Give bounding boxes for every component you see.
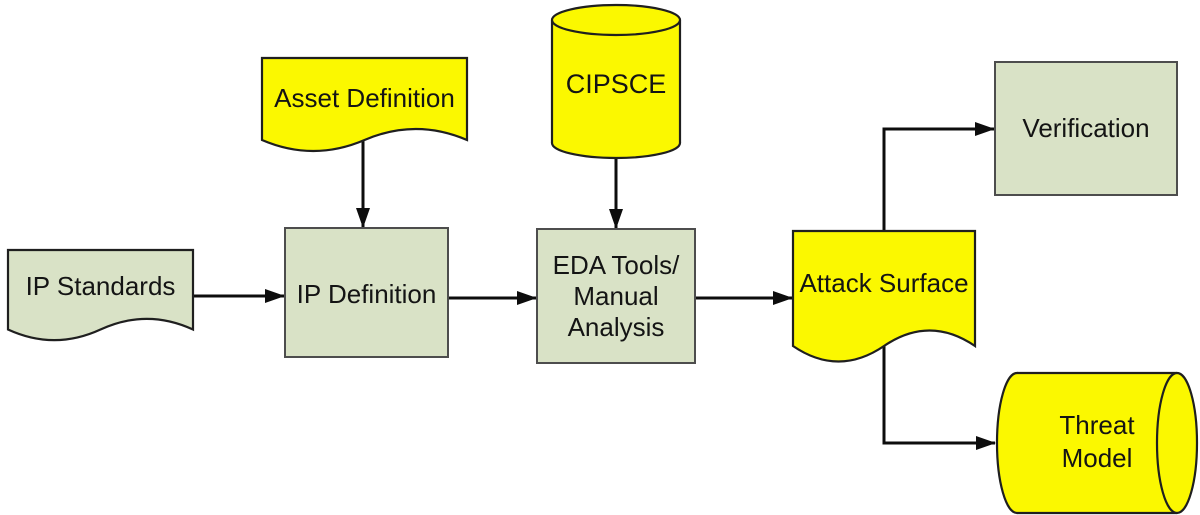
threat-model-cap (1155, 371, 1199, 515)
eda-tools-shape (536, 228, 696, 364)
ip-standards-shape (6, 248, 195, 342)
connectors (193, 122, 996, 450)
cipsce-shape (550, 3, 682, 160)
threat-model-sides (1017, 371, 1177, 515)
shapes (6, 3, 1199, 515)
attack-surface-shape (791, 229, 977, 363)
arrow-attack-surface-to-threat-model (882, 332, 996, 450)
cipsce-sides (550, 20, 682, 143)
ip-definition-shape (284, 227, 449, 358)
cipsce-top-cap (550, 3, 682, 37)
verification-shape (994, 61, 1178, 196)
threat-model-body (1017, 373, 1177, 513)
arrow-attack-surface-to-verification (882, 122, 995, 231)
cipsce-body (552, 20, 680, 143)
threat-model-shape (995, 371, 1199, 515)
asset-definition-shape (260, 56, 469, 153)
